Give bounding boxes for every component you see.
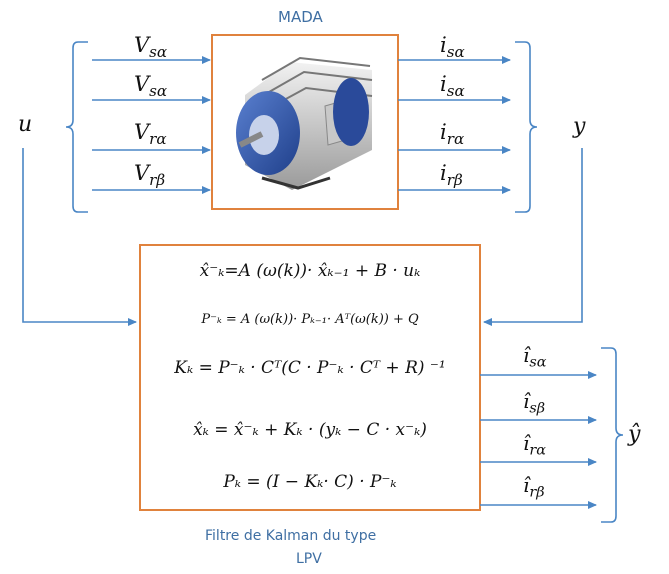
estimate-label-i-s-beta: îsβ [523,389,546,417]
equation-state-prediction: x̂⁻ₖ=A (ω(k))· x̂ₖ₋₁ + B · uₖ [199,261,421,281]
input-label-v-s-alpha-2: Vsα [134,72,168,100]
output-label-i-s-alpha-2: isα [440,72,465,100]
yhat-label: ŷ [628,422,641,447]
equation-state-update: x̂ₖ = x̂⁻ₖ + Kₖ · (yₖ − C · x⁻ₖ) [193,420,427,440]
mada-block [211,34,399,210]
mada-title: MADA [278,8,323,26]
y-to-filter-arrow [483,148,583,326]
y-label: y [573,114,586,139]
input-label-v-r-beta: Vrβ [134,161,166,189]
output-label-i-s-alpha: isα [440,33,465,61]
output-arrows [398,56,511,194]
estimate-label-i-s-alpha: îsα [523,343,547,371]
equation-kalman-gain: Kₖ = P⁻ₖ · Cᵀ(C · P⁻ₖ · Cᵀ + R) ⁻¹ [174,358,446,378]
u-to-filter-arrow [22,148,137,326]
output-label-i-r-alpha: irα [440,120,465,148]
input-label-v-s-alpha: Vsα [134,33,168,61]
output-label-i-r-beta: irβ [440,161,463,189]
u-label: u [18,112,33,137]
caption-line-2: LPV [296,551,322,567]
estimate-label-i-r-beta: îrβ [523,473,545,501]
motor-image [236,56,373,190]
output-brace [515,41,538,213]
estimate-arrows [480,371,597,509]
input-label-v-r-alpha: Vrα [134,120,167,148]
equation-covariance-prediction: P⁻ₖ = A (ω(k))· Pₖ₋₁· Aᵀ(ω(k)) + Q [201,312,419,327]
input-brace [65,41,88,213]
estimate-label-i-r-alpha: îrα [523,431,547,459]
estimate-brace [601,347,624,523]
equation-covariance-update: Pₖ = (I − Kₖ· C) · P⁻ₖ [223,472,397,492]
kalman-filter-block [139,244,481,511]
caption-line-1: Filtre de Kalman du type [205,528,377,544]
input-arrows [92,56,211,194]
